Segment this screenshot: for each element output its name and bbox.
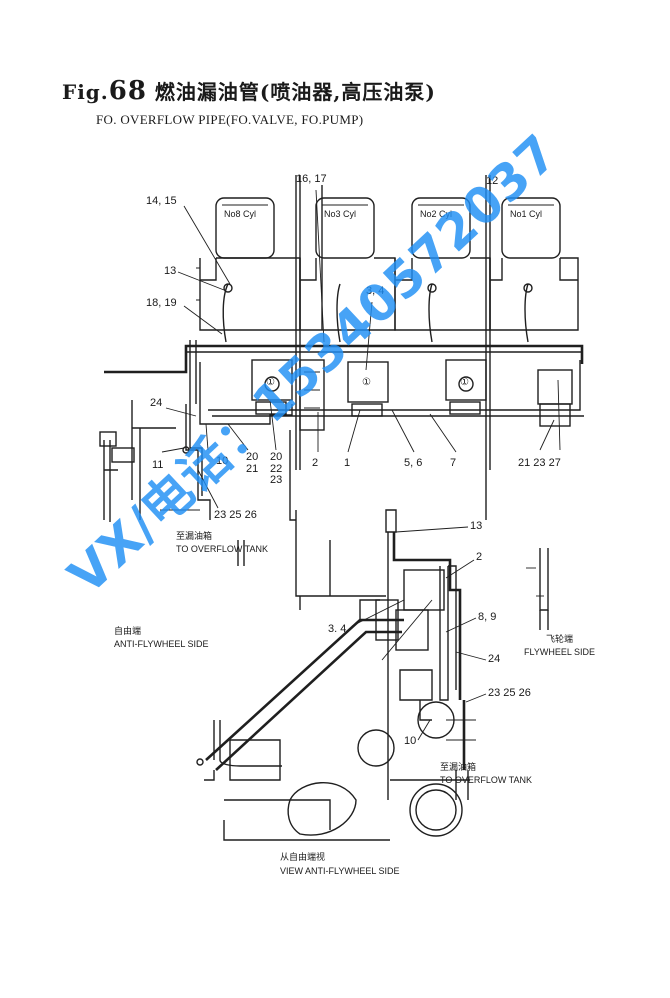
- view-caption-cn: 从自由端视: [280, 853, 326, 863]
- anti-flywheel-side-cn: 自由端: [114, 627, 142, 637]
- callout-1: 1: [344, 457, 351, 469]
- fig-prefix: Fig.: [62, 80, 109, 104]
- callout-16-17: 16, 17: [296, 173, 327, 185]
- callout-5-6: 5, 6: [404, 457, 423, 469]
- fuel-pumps: [251, 359, 573, 431]
- callout-10-side: 10: [404, 735, 417, 747]
- callout-3-4-top: 3, 4: [366, 285, 385, 297]
- callout-11: 11: [152, 459, 164, 471]
- callout-21-23-27: 21 23 27: [518, 457, 561, 469]
- view-caption-en: VIEW ANTI-FLYWHEEL SIDE: [280, 866, 400, 876]
- left-tank-pipes: [99, 404, 245, 566]
- callout-20-22-23: 20 22 23: [270, 451, 283, 487]
- cylinder-label-no8: No8 Cyl: [224, 209, 257, 219]
- tank-bottom-en: TO OVERFLOW TANK: [440, 775, 533, 785]
- callout-24-top: 24: [150, 397, 163, 409]
- main-overflow-pipe: [104, 340, 584, 425]
- callout-20-21: 20 21: [246, 451, 259, 475]
- callout-23-25-26-top: 23 25 26: [214, 509, 257, 521]
- pump-mark-3: ①: [460, 377, 469, 388]
- engine-lower-block: [131, 400, 487, 521]
- anti-flywheel-side-en: ANTI-FLYWHEEL SIDE: [114, 639, 209, 649]
- fig-cn-title: 燃油漏油管(喷油器,高压油泵): [154, 80, 436, 104]
- cylinder-label-no1: No1 Cyl: [510, 209, 543, 219]
- cylinder-label-no3: No3 Cyl: [324, 209, 357, 219]
- callout-13-side: 13: [470, 520, 483, 532]
- figure-subtitle: FO. OVERFLOW PIPE(FO.VALVE, FO.PUMP): [96, 112, 364, 127]
- side-view-frame: [295, 509, 549, 800]
- figure-title: Fig.68 燃油漏油管(喷油器,高压油泵): [62, 76, 436, 106]
- pump-mark-2: ①: [362, 377, 371, 388]
- callout-10-top: 10: [216, 455, 229, 467]
- callout-2-top: 2: [312, 457, 319, 469]
- flywheel-side-cn: 飞轮端: [546, 635, 574, 645]
- callout-14-15: 14, 15: [146, 195, 177, 207]
- tank-bottom-cn: 至漏油箱: [440, 763, 477, 773]
- injector-heads: [215, 197, 561, 259]
- callout-2-side: 2: [476, 551, 483, 563]
- callout-7: 7: [450, 457, 457, 469]
- callout-18-19: 18, 19: [146, 297, 177, 309]
- side-view-diagonal-pipe: [196, 599, 404, 781]
- side-view-pump-assembly: [375, 532, 476, 800]
- callout-8-9: 8, 9: [478, 611, 497, 623]
- tank-top-cn: 至漏油箱: [176, 532, 213, 542]
- side-view-leader-lines: [351, 526, 487, 741]
- tank-top-en: TO OVERFLOW TANK: [176, 544, 269, 554]
- leader-lines-top: [161, 189, 561, 509]
- cylinder-label-no2: No2 Cyl: [420, 209, 453, 219]
- callout-13-top: 13: [164, 265, 177, 277]
- flywheel-side-en: FLYWHEEL SIDE: [524, 647, 596, 657]
- side-view-engine-outline: [219, 599, 470, 841]
- callout-12: 12: [486, 175, 499, 187]
- pump-mark-1: ①: [266, 377, 275, 388]
- injector-drop-pipes: [222, 283, 533, 343]
- callout-24-side: 24: [488, 653, 501, 665]
- callout-3-4-side: 3. 4: [328, 623, 347, 635]
- fig-number: 68: [108, 76, 147, 106]
- callout-23-25-26-side: 23 25 26: [488, 687, 531, 699]
